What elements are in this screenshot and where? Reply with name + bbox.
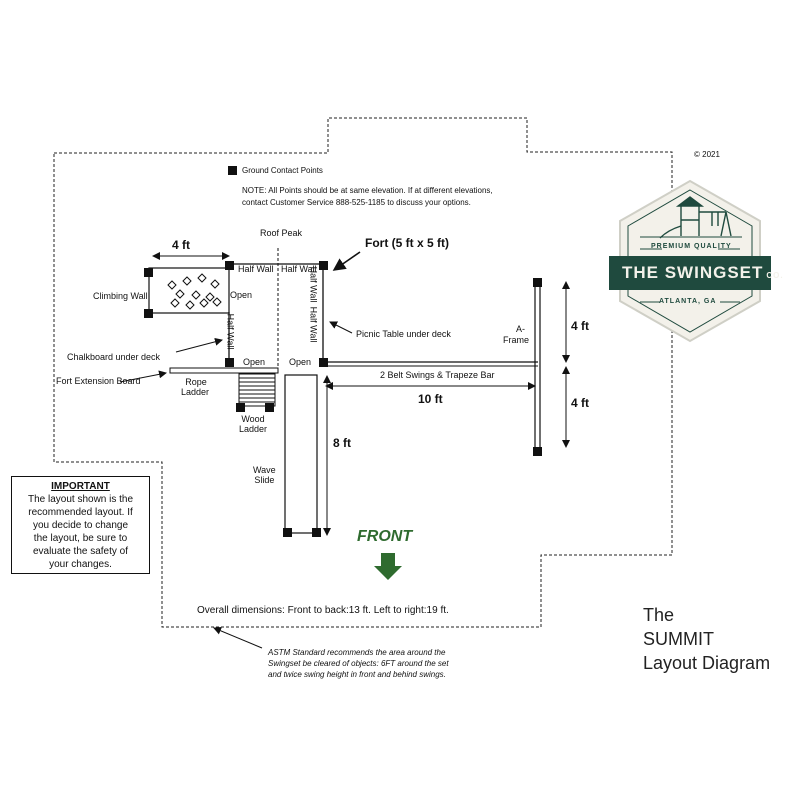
important-line: evaluate the safety of — [32, 546, 129, 557]
label-wave-slide: Wave Slide — [253, 466, 276, 485]
diagram-caption: The SUMMIT Layout Diagram — [643, 603, 770, 675]
important-line: the layout, be sure to — [33, 533, 128, 544]
label-picnic-table: Picnic Table under deck — [356, 329, 451, 339]
logo-brand-main: THE SWINGSET — [622, 263, 764, 282]
astm-line: Swingset be cleared of objects: 6FT arou… — [268, 659, 449, 668]
dim-climb-width: 4 ft — [172, 238, 190, 252]
dim-a-frame-bottom: 4 ft — [571, 396, 589, 410]
label-half-wall-vertical: Half Wall — [308, 306, 319, 343]
label-open: Open — [230, 290, 253, 300]
label-line: Wood — [241, 414, 265, 424]
astm-line: and twice swing height in front and behi… — [268, 670, 446, 679]
label-half-wall: Half Wall — [281, 264, 317, 274]
label-half-wall: Half Wall — [238, 264, 274, 274]
caption-line: SUMMIT — [643, 629, 714, 649]
label-swings: 2 Belt Swings & Trapeze Bar — [380, 370, 495, 380]
playset-icon — [640, 196, 742, 239]
label-chalkboard: Chalkboard under deck — [67, 352, 161, 362]
legend-label: Ground Contact Points — [242, 166, 323, 175]
climbing-holds — [167, 273, 222, 310]
fort-extension-board — [169, 367, 279, 374]
label-line: Frame — [503, 335, 530, 345]
swingset-logo — [609, 179, 771, 343]
overall-dimensions: Overall dimensions: Front to back:13 ft.… — [197, 605, 449, 616]
label-open: Open — [243, 357, 266, 367]
wood-ladder — [238, 373, 276, 407]
label-half-wall-vertical: Half Wall — [225, 313, 236, 350]
a-frame — [534, 282, 541, 452]
label-open: Open — [289, 357, 312, 367]
fort-title: Fort (5 ft x 5 ft) — [365, 236, 449, 250]
important-heading: IMPORTANT — [51, 481, 110, 492]
label-wood-ladder: Wood Ladder — [239, 415, 267, 434]
important-line: your changes. — [49, 559, 112, 570]
note-line: NOTE: All Points should be at same eleva… — [242, 186, 493, 195]
astm-note: ASTM Standard recommends the area around… — [268, 647, 449, 680]
climbing-wall — [148, 267, 230, 314]
important-line: you decide to change — [32, 520, 129, 531]
copyright: © 2021 — [694, 150, 720, 159]
dim-beam-length: 10 ft — [418, 392, 443, 406]
important-line: recommended layout. If — [28, 507, 133, 518]
label-half-wall-vertical: Half Wall — [308, 266, 319, 303]
important-line: The layout shown is the — [27, 494, 134, 505]
clearance-boundary — [53, 117, 673, 628]
front-arrow — [374, 553, 402, 580]
dimension-lines — [152, 252, 570, 536]
important-box: IMPORTANT The layout shown is the recomm… — [11, 476, 150, 574]
label-roof-peak: Roof Peak — [260, 228, 303, 238]
astm-line: ASTM Standard recommends the area around… — [268, 648, 446, 657]
logo-location: ATLANTA, GA — [659, 298, 717, 305]
wave-slide — [284, 374, 318, 534]
label-line: Rope — [185, 377, 207, 387]
label-a-frame: A- Frame — [503, 325, 529, 345]
label-line: Slide — [254, 475, 275, 485]
elevation-note: NOTE: All Points should be at same eleva… — [242, 185, 493, 209]
label-climbing-wall: Climbing Wall — [93, 291, 148, 301]
front-label: FRONT — [357, 528, 413, 545]
caption-line: Layout Diagram — [643, 653, 771, 673]
label-fort-extension: Fort Extension Board — [56, 376, 141, 386]
dim-slide-length: 8 ft — [333, 436, 351, 450]
label-line: A- — [516, 324, 525, 334]
caption-line: The — [643, 605, 675, 625]
label-line: Ladder — [239, 424, 268, 434]
label-rope-ladder: Rope Ladder — [181, 378, 209, 397]
label-line: Wave — [253, 465, 276, 475]
fort — [228, 248, 538, 368]
ground-contact-points — [144, 261, 542, 537]
legend-square — [228, 166, 237, 175]
dim-a-frame-top: 4 ft — [571, 319, 589, 333]
note-line: contact Customer Service 888-525-1185 to… — [242, 198, 471, 207]
logo-brand-co: CO. — [766, 271, 784, 280]
label-line: Ladder — [181, 387, 210, 397]
leader-arrows — [119, 251, 361, 649]
logo-banner — [609, 256, 771, 290]
logo-tagline: PREMIUM QUALITY — [651, 243, 732, 250]
